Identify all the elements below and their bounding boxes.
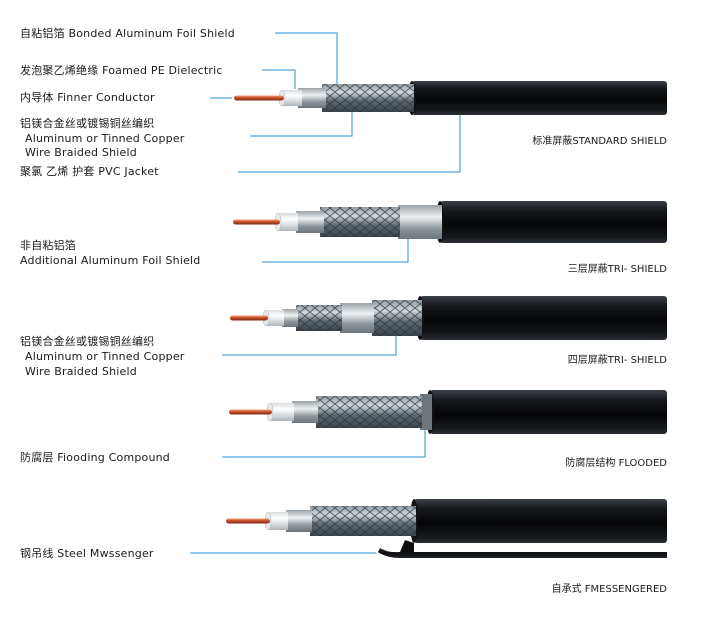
cable-standard — [234, 81, 667, 115]
label-additional-foil-en: Additional Aluminum Foil Shield — [20, 254, 201, 267]
label-bonded-foil: 自粘铝箔 Bonded Aluminum Foil Shield — [20, 27, 235, 40]
label-additional-foil-cn: 非自粘铝箔 — [20, 239, 76, 252]
label-braid2-en1: Aluminum or Tinned Copper — [25, 350, 185, 363]
foil — [292, 401, 318, 423]
leader-lines — [190, 32, 461, 554]
cable-flooded — [229, 390, 667, 434]
cable-name-flooded: 防腐层结构 FLOODED — [565, 458, 667, 469]
label-braid-cn: 铝镁合金丝或镀锡铜丝编织 — [20, 117, 155, 130]
label-flooding: 防腐层 Fiooding Compound — [20, 451, 170, 464]
braid-weave — [322, 84, 414, 112]
foil — [298, 88, 326, 108]
web — [400, 540, 414, 552]
dielectric — [282, 90, 302, 106]
leader-braid — [250, 112, 353, 137]
leader-additional-foil — [262, 239, 409, 263]
leader-bonded-foil — [275, 32, 338, 84]
jacket — [414, 499, 667, 543]
braid-weave — [316, 396, 422, 428]
conductor — [233, 219, 280, 225]
cable-name-quad: 四层屏蔽TRI- SHIELD — [567, 355, 667, 366]
flooding-layer — [420, 394, 432, 430]
braid-weave — [310, 506, 416, 536]
label-braid-en1: Aluminum or Tinned Copper — [25, 132, 185, 145]
leader-flooding — [222, 430, 426, 458]
braid-weave — [296, 305, 342, 331]
cable-messenger — [226, 499, 667, 558]
cable-name-messenger: 自承式 FMESSENGERED — [551, 584, 667, 595]
outer-foil — [398, 205, 442, 239]
label-foamed-pe: 发泡聚乙烯绝缘 Foamed PE Dielectric — [20, 64, 223, 77]
dielectric — [278, 213, 298, 231]
foil — [286, 510, 312, 532]
label-braid-en2: Wire Braided Shield — [25, 146, 137, 159]
label-steel-messenger: 钢吊线 Steel Mwssenger — [20, 547, 154, 560]
dielectric — [268, 512, 288, 530]
conductor — [226, 518, 270, 524]
foil — [296, 211, 324, 233]
leader-foamed-pe — [262, 69, 296, 89]
dielectric — [270, 403, 294, 421]
cable-quad — [230, 296, 667, 340]
cable-name-tri: 三层屏蔽TRI- SHIELD — [567, 264, 667, 275]
outer-braid-weave — [372, 300, 422, 336]
braid-weave — [320, 207, 400, 237]
steel-messenger — [378, 548, 667, 558]
jacket — [412, 81, 667, 115]
label-inner-conductor: 内导体 Finner Conductor — [20, 91, 155, 104]
cable-name-standard: 标准屏蔽STANDARD SHIELD — [532, 136, 667, 147]
conductor — [230, 315, 268, 321]
leader-pvc-jacket — [238, 115, 461, 173]
label-pvc-jacket: 聚氯 乙烯 护套 PVC Jacket — [20, 165, 159, 178]
jacket — [420, 296, 667, 340]
jacket — [440, 201, 667, 243]
foil — [282, 309, 298, 327]
label-braid2-cn: 铝镁合金丝或镀锡铜丝编织 — [20, 335, 155, 348]
dielectric — [266, 310, 284, 326]
jacket — [430, 390, 667, 434]
conductor — [234, 95, 284, 101]
conductor — [229, 409, 272, 415]
outer-foil — [340, 303, 374, 333]
leader-braid-2 — [222, 336, 397, 356]
cable-tri — [233, 201, 667, 243]
label-braid2-en2: Wire Braided Shield — [25, 365, 137, 378]
